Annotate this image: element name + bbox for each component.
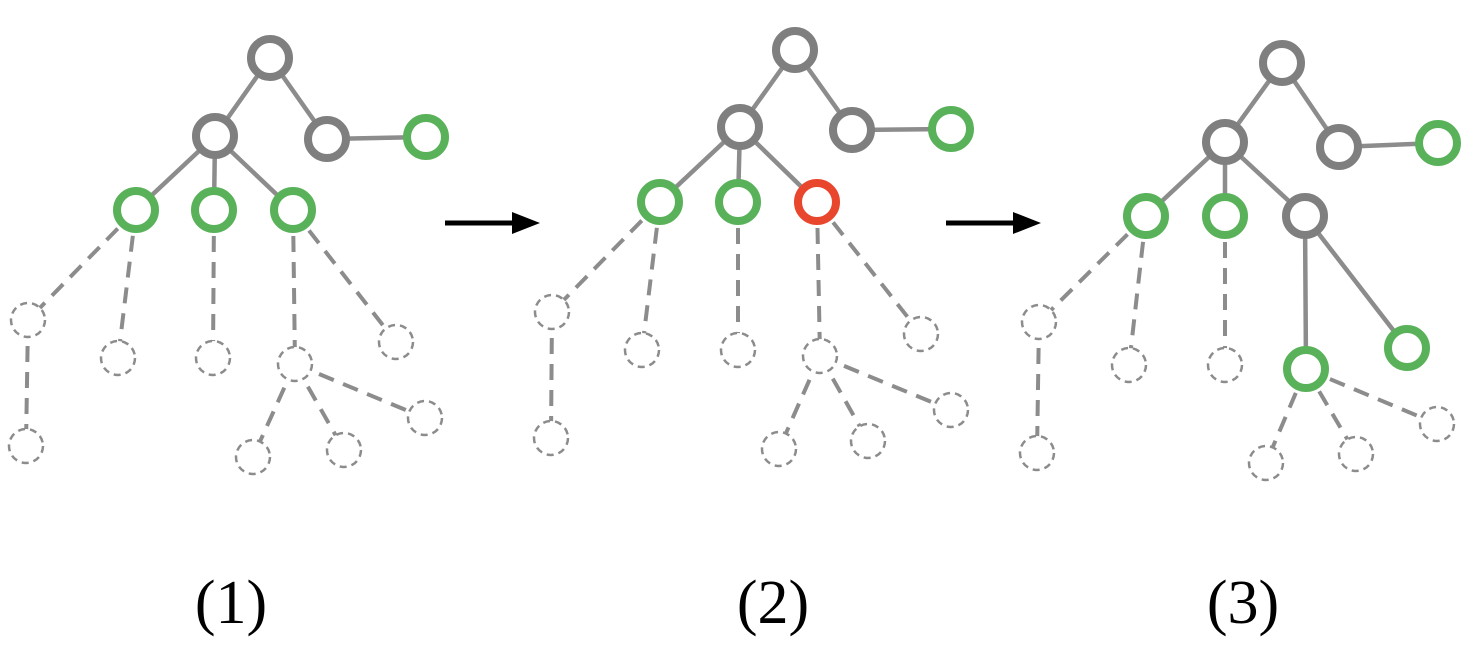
- dashed-edge: [1035, 321, 1041, 454]
- explored-node: [1202, 119, 1248, 165]
- unexplored-node: [1020, 303, 1058, 341]
- explored-node: [192, 113, 238, 159]
- unexplored-node: [9, 301, 47, 339]
- dashed-edge: [815, 200, 923, 336]
- unexplored-node: [276, 345, 314, 383]
- frontier-node: [403, 114, 449, 160]
- explored-node: [1259, 40, 1305, 86]
- unexplored-node: [533, 293, 571, 331]
- explored-node: [1316, 124, 1362, 170]
- solid-edge: [1302, 215, 1309, 370]
- unexplored-node: [1247, 444, 1285, 482]
- explored-node: [829, 107, 875, 153]
- unexplored-node: [849, 422, 887, 460]
- panel-2-label: (2): [737, 569, 809, 637]
- explored-node: [1282, 193, 1328, 239]
- unexplored-node: [7, 427, 45, 465]
- frontier-node: [1202, 193, 1248, 239]
- unexplored-node: [719, 331, 757, 369]
- dashed-edge: [1305, 367, 1438, 426]
- explored-node: [247, 35, 293, 81]
- unexplored-node: [1110, 346, 1148, 384]
- panel-3-label: (3): [1207, 569, 1279, 637]
- panel-1-label: (1): [195, 569, 267, 637]
- frontier-node: [1123, 193, 1169, 239]
- unexplored-node: [760, 430, 798, 468]
- panel-2-nodes: [532, 27, 974, 468]
- panel-1: (1): [7, 35, 449, 637]
- frontier-node: [637, 179, 683, 225]
- unexplored-node: [801, 337, 839, 375]
- frontier-node: [113, 187, 159, 233]
- unexplored-node: [1418, 405, 1456, 443]
- arrow-2-head: [1013, 212, 1041, 234]
- dashed-edge: [291, 208, 398, 344]
- explored-node: [717, 104, 763, 150]
- unexplored-node: [532, 419, 570, 457]
- dashed-edge: [819, 354, 952, 412]
- transition-arrow-1: [445, 212, 540, 234]
- dashed-edge: [550, 200, 662, 314]
- solid-edge: [1303, 214, 1409, 350]
- frontier-node: [1415, 120, 1461, 166]
- unexplored-node: [623, 331, 661, 369]
- unexplored-node: [377, 323, 415, 361]
- unexplored-node: [234, 438, 272, 476]
- dashed-edge: [815, 201, 822, 357]
- arrow-1-head: [512, 212, 540, 234]
- frontier-node: [270, 187, 316, 233]
- unexplored-node: [99, 339, 137, 377]
- unexplored-node: [325, 431, 363, 469]
- frontier-node: [928, 106, 974, 152]
- frontier-node: [191, 187, 237, 233]
- transition-arrow-2: [946, 212, 1041, 234]
- panel-3-nodes: [1018, 40, 1461, 482]
- dashed-edge: [294, 362, 426, 420]
- panel-1-nodes: [7, 35, 449, 476]
- explored-node: [772, 27, 818, 73]
- explored-node: [304, 116, 350, 162]
- frontier-node: [1283, 346, 1329, 392]
- panel-3: (3): [1018, 40, 1461, 637]
- dashed-edge: [291, 209, 297, 365]
- unexplored-node: [932, 391, 970, 429]
- unexplored-node: [1206, 346, 1244, 384]
- unexplored-node: [1018, 434, 1056, 472]
- unexplored-node: [406, 399, 444, 437]
- frontier-node: [715, 179, 761, 225]
- dashed-edge: [549, 311, 554, 439]
- unexplored-node: [194, 339, 232, 377]
- selected-node: [794, 179, 840, 225]
- panel-2: (2): [532, 27, 974, 637]
- dashed-edge: [26, 208, 138, 322]
- frontier-node: [1384, 325, 1430, 371]
- unexplored-node: [1337, 435, 1375, 473]
- dashed-edge: [24, 319, 30, 447]
- unexplored-node: [902, 315, 940, 353]
